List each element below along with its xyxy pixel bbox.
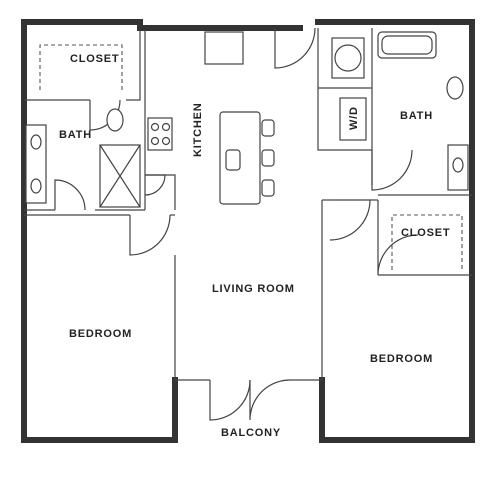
closet-rods <box>39 44 463 270</box>
refrigerator <box>204 31 244 65</box>
toilet-left <box>106 108 124 132</box>
bath-left-label: BATH <box>59 129 92 141</box>
toilet-right <box>446 76 464 100</box>
interior-walls <box>24 28 472 381</box>
left-bath-fixtures <box>25 108 141 208</box>
kitchen-fixtures <box>147 31 275 205</box>
living-room-label: LIVING ROOM <box>212 283 295 295</box>
balcony-label: BALCONY <box>221 427 281 439</box>
bedroom-left-label: BEDROOM <box>69 328 132 340</box>
right-bath-fixtures <box>331 31 469 191</box>
doors <box>54 27 419 421</box>
washer-dryer <box>339 97 367 141</box>
closet-top-left-label: CLOSET <box>70 53 119 65</box>
kitchen-sink <box>225 149 241 171</box>
kitchen-label: KITCHEN <box>192 103 204 158</box>
stove <box>147 117 173 151</box>
closet-right-label: CLOSET <box>401 227 450 239</box>
bath-right-label: BATH <box>400 110 433 122</box>
outer-walls <box>21 19 475 443</box>
bedroom-right-label: BEDROOM <box>370 353 433 365</box>
washer-dryer-label: W/D <box>348 106 360 130</box>
